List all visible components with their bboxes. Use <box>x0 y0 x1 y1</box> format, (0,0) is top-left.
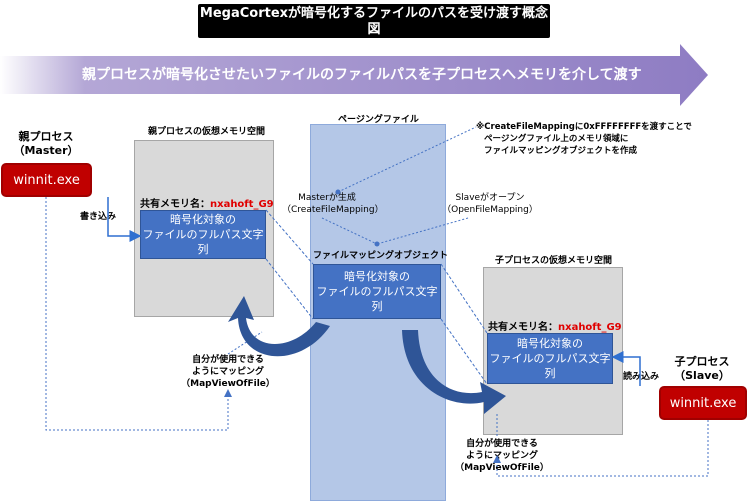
parent-process-role: （Master） <box>13 144 79 157</box>
child-map-dash-bottom <box>440 318 488 385</box>
child-process-label: 子プロセス （Slave） <box>658 355 746 383</box>
child-map-line2: ようにマッピング <box>465 451 538 461</box>
banner-text: 親プロセスが暗号化させたいファイルのファイルパスを子プロセスへメモリを介して渡す <box>82 67 642 83</box>
child-payload-line2: ファイルのフルパス文字列 <box>489 352 611 380</box>
paging-note-line2: ページングファイル上のメモリ領域に <box>484 134 629 144</box>
master-create-label: Masterが生成 （CreateFileMapping） <box>282 192 384 216</box>
master-create-line1: Masterが生成 <box>298 193 356 203</box>
paging-payload-box: 暗号化対象の ファイルのフルパス文字列 <box>313 264 441 319</box>
slave-open-line2: （OpenFileMapping） <box>442 205 538 215</box>
master-create-line2: （CreateFileMapping） <box>282 205 384 215</box>
child-map-dash-top <box>440 263 488 334</box>
child-vm-label: 子プロセスの仮想メモリ空間 <box>495 256 613 266</box>
child-mapview-path <box>493 420 709 477</box>
child-payload-line1: 暗号化対象の <box>517 337 583 350</box>
parent-shm-label: 共有メモリ名：nxahoft_G9 <box>140 195 274 210</box>
paging-payload-line2: ファイルのフルパス文字列 <box>316 285 438 313</box>
child-payload-box: 暗号化対象の ファイルのフルパス文字列 <box>487 333 613 384</box>
parent-payload-box: 暗号化対象の ファイルのフルパス文字列 <box>140 210 266 259</box>
paging-file-label: ページングファイル <box>338 115 419 125</box>
child-process-name: 子プロセス <box>674 355 730 368</box>
parent-payload-line2: ファイルのフルパス文字列 <box>142 228 264 256</box>
parent-process-label: 親プロセス （Master） <box>0 130 92 158</box>
mapping-object-label: ファイルマッピングオブジェクト <box>313 251 449 261</box>
parent-map-line1: 自分が使用できる <box>192 355 264 365</box>
banner-arrow <box>0 44 708 106</box>
diagram-subtitle: （Boost Interprocess Library -Shared Memo… <box>226 38 522 51</box>
parent-shm-name: nxahoft_G9 <box>210 199 274 210</box>
curved-arrow-child <box>402 330 506 414</box>
write-arrow <box>107 197 142 242</box>
child-shm-prefix: 共有メモリ名： <box>488 322 558 333</box>
child-shm-label: 共有メモリ名：nxahoft_G9 <box>488 318 622 333</box>
parent-map-line2: ようにマッピング <box>191 367 264 377</box>
slave-open-pointer <box>374 217 469 247</box>
paging-note-line3: ファイルマッピングオブジェクトを作成 <box>484 146 638 156</box>
parent-vm-label: 親プロセスの仮想メモリ空間 <box>148 127 266 137</box>
child-map-line3: （MapViewOfFile） <box>455 463 549 473</box>
parent-mapview-path <box>45 197 232 431</box>
parent-map-dash-top <box>265 209 314 265</box>
paging-payload-line1: 暗号化対象の <box>344 270 410 283</box>
diagram-title-box: MegaCortexが暗号化するファイルのパスを受け渡す概念図 （Boost I… <box>198 4 550 51</box>
parent-mapview-tail <box>227 331 263 355</box>
child-shm-name: nxahoft_G9 <box>558 322 622 333</box>
slave-open-line1: Slaveがオープン <box>455 193 525 203</box>
write-label: 書き込み <box>80 212 117 222</box>
note-pointer <box>335 126 477 195</box>
read-label: 読み込み <box>623 372 660 382</box>
paging-note: ※CreateFileMappingに0xFFFFFFFFを渡すことで ページン… <box>476 121 692 157</box>
parent-map-label: 自分が使用できる ようにマッピング （MapViewOfFile） <box>178 354 278 390</box>
parent-map-line3: （MapViewOfFile） <box>181 379 275 389</box>
parent-payload-line1: 暗号化対象の <box>170 213 236 226</box>
parent-exe[interactable]: winnit.exe <box>1 163 92 197</box>
paging-note-line1: ※CreateFileMappingに0xFFFFFFFFを渡すことで <box>476 122 692 132</box>
parent-shm-prefix: 共有メモリ名： <box>140 199 210 210</box>
child-exe[interactable]: winnit.exe <box>659 386 747 420</box>
slave-open-label: Slaveがオープン （OpenFileMapping） <box>440 192 540 216</box>
child-map-line1: 自分が使用できる <box>466 439 538 449</box>
diagram-title: MegaCortexが暗号化するファイルのパスを受け渡す概念図 <box>199 6 549 37</box>
read-arrow <box>611 351 641 386</box>
parent-process-name: 親プロセス <box>18 130 74 143</box>
master-create-pointer <box>321 217 378 245</box>
child-process-role: （Slave） <box>674 369 730 382</box>
child-map-label: 自分が使用できる ようにマッピング （MapViewOfFile） <box>452 438 552 474</box>
curved-arrow-parent <box>228 296 330 357</box>
parent-map-dash-bottom <box>265 258 314 320</box>
